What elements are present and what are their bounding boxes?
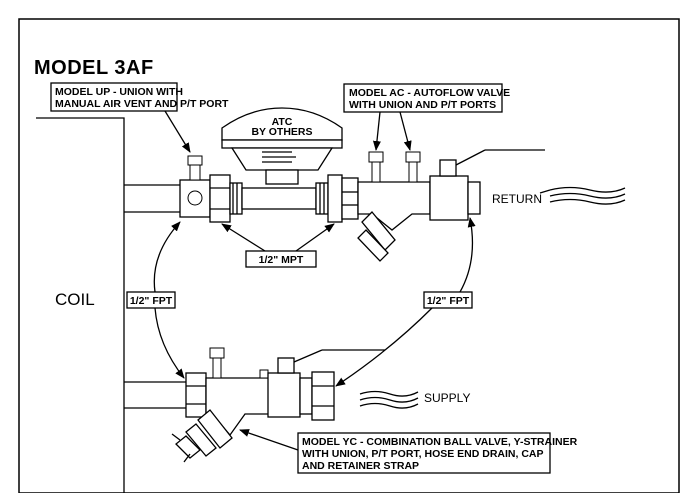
callout-mpt: 1/2" MPT <box>221 223 335 268</box>
supply-label: SUPPLY <box>424 391 470 405</box>
drawing-border <box>18 18 680 493</box>
air-vent-port-icon <box>187 190 203 206</box>
atc-actuator: ATC BY OTHERS <box>221 107 343 185</box>
callout-model-up: MODEL UP - UNION WITH MANUAL AIR VENT AN… <box>50 82 229 153</box>
model-up-line1: MODEL UP - UNION WITH <box>55 86 183 98</box>
page-title: MODEL 3AF <box>34 57 154 79</box>
return-label: RETURN <box>492 192 542 206</box>
return-line-assembly <box>124 149 626 262</box>
callout-model-ac: MODEL AC - AUTOFLOW VALVE WITH UNION AND… <box>343 83 510 151</box>
model-up-line2: MANUAL AIR VENT AND P/T PORT <box>55 98 229 110</box>
model-yc-line3: AND RETAINER STRAP <box>302 460 419 472</box>
atc-label-line2: BY OTHERS <box>251 126 312 138</box>
callout-model-yc: MODEL YC - COMBINATION BALL VALVE, Y-STR… <box>239 429 578 474</box>
supply-line-assembly <box>124 347 419 463</box>
mpt-label: 1/2" MPT <box>259 254 304 266</box>
callout-fpt-right: 1/2" FPT <box>335 217 476 387</box>
model-ac-line1: MODEL AC - AUTOFLOW VALVE <box>349 87 510 99</box>
coil: COIL <box>36 117 125 493</box>
model-yc-line1: MODEL YC - COMBINATION BALL VALVE, Y-STR… <box>302 436 578 448</box>
model-ac-line2: WITH UNION AND P/T PORTS <box>349 99 496 111</box>
model-yc-line2: WITH UNION, P/T PORT, HOSE END DRAIN, CA… <box>302 448 544 460</box>
fpt-right-label: 1/2" FPT <box>427 295 470 307</box>
fpt-left-label: 1/2" FPT <box>130 295 173 307</box>
coil-label: COIL <box>55 290 95 309</box>
atc-label-line1: ATC <box>272 116 293 128</box>
callout-fpt-left: 1/2" FPT <box>126 221 185 379</box>
